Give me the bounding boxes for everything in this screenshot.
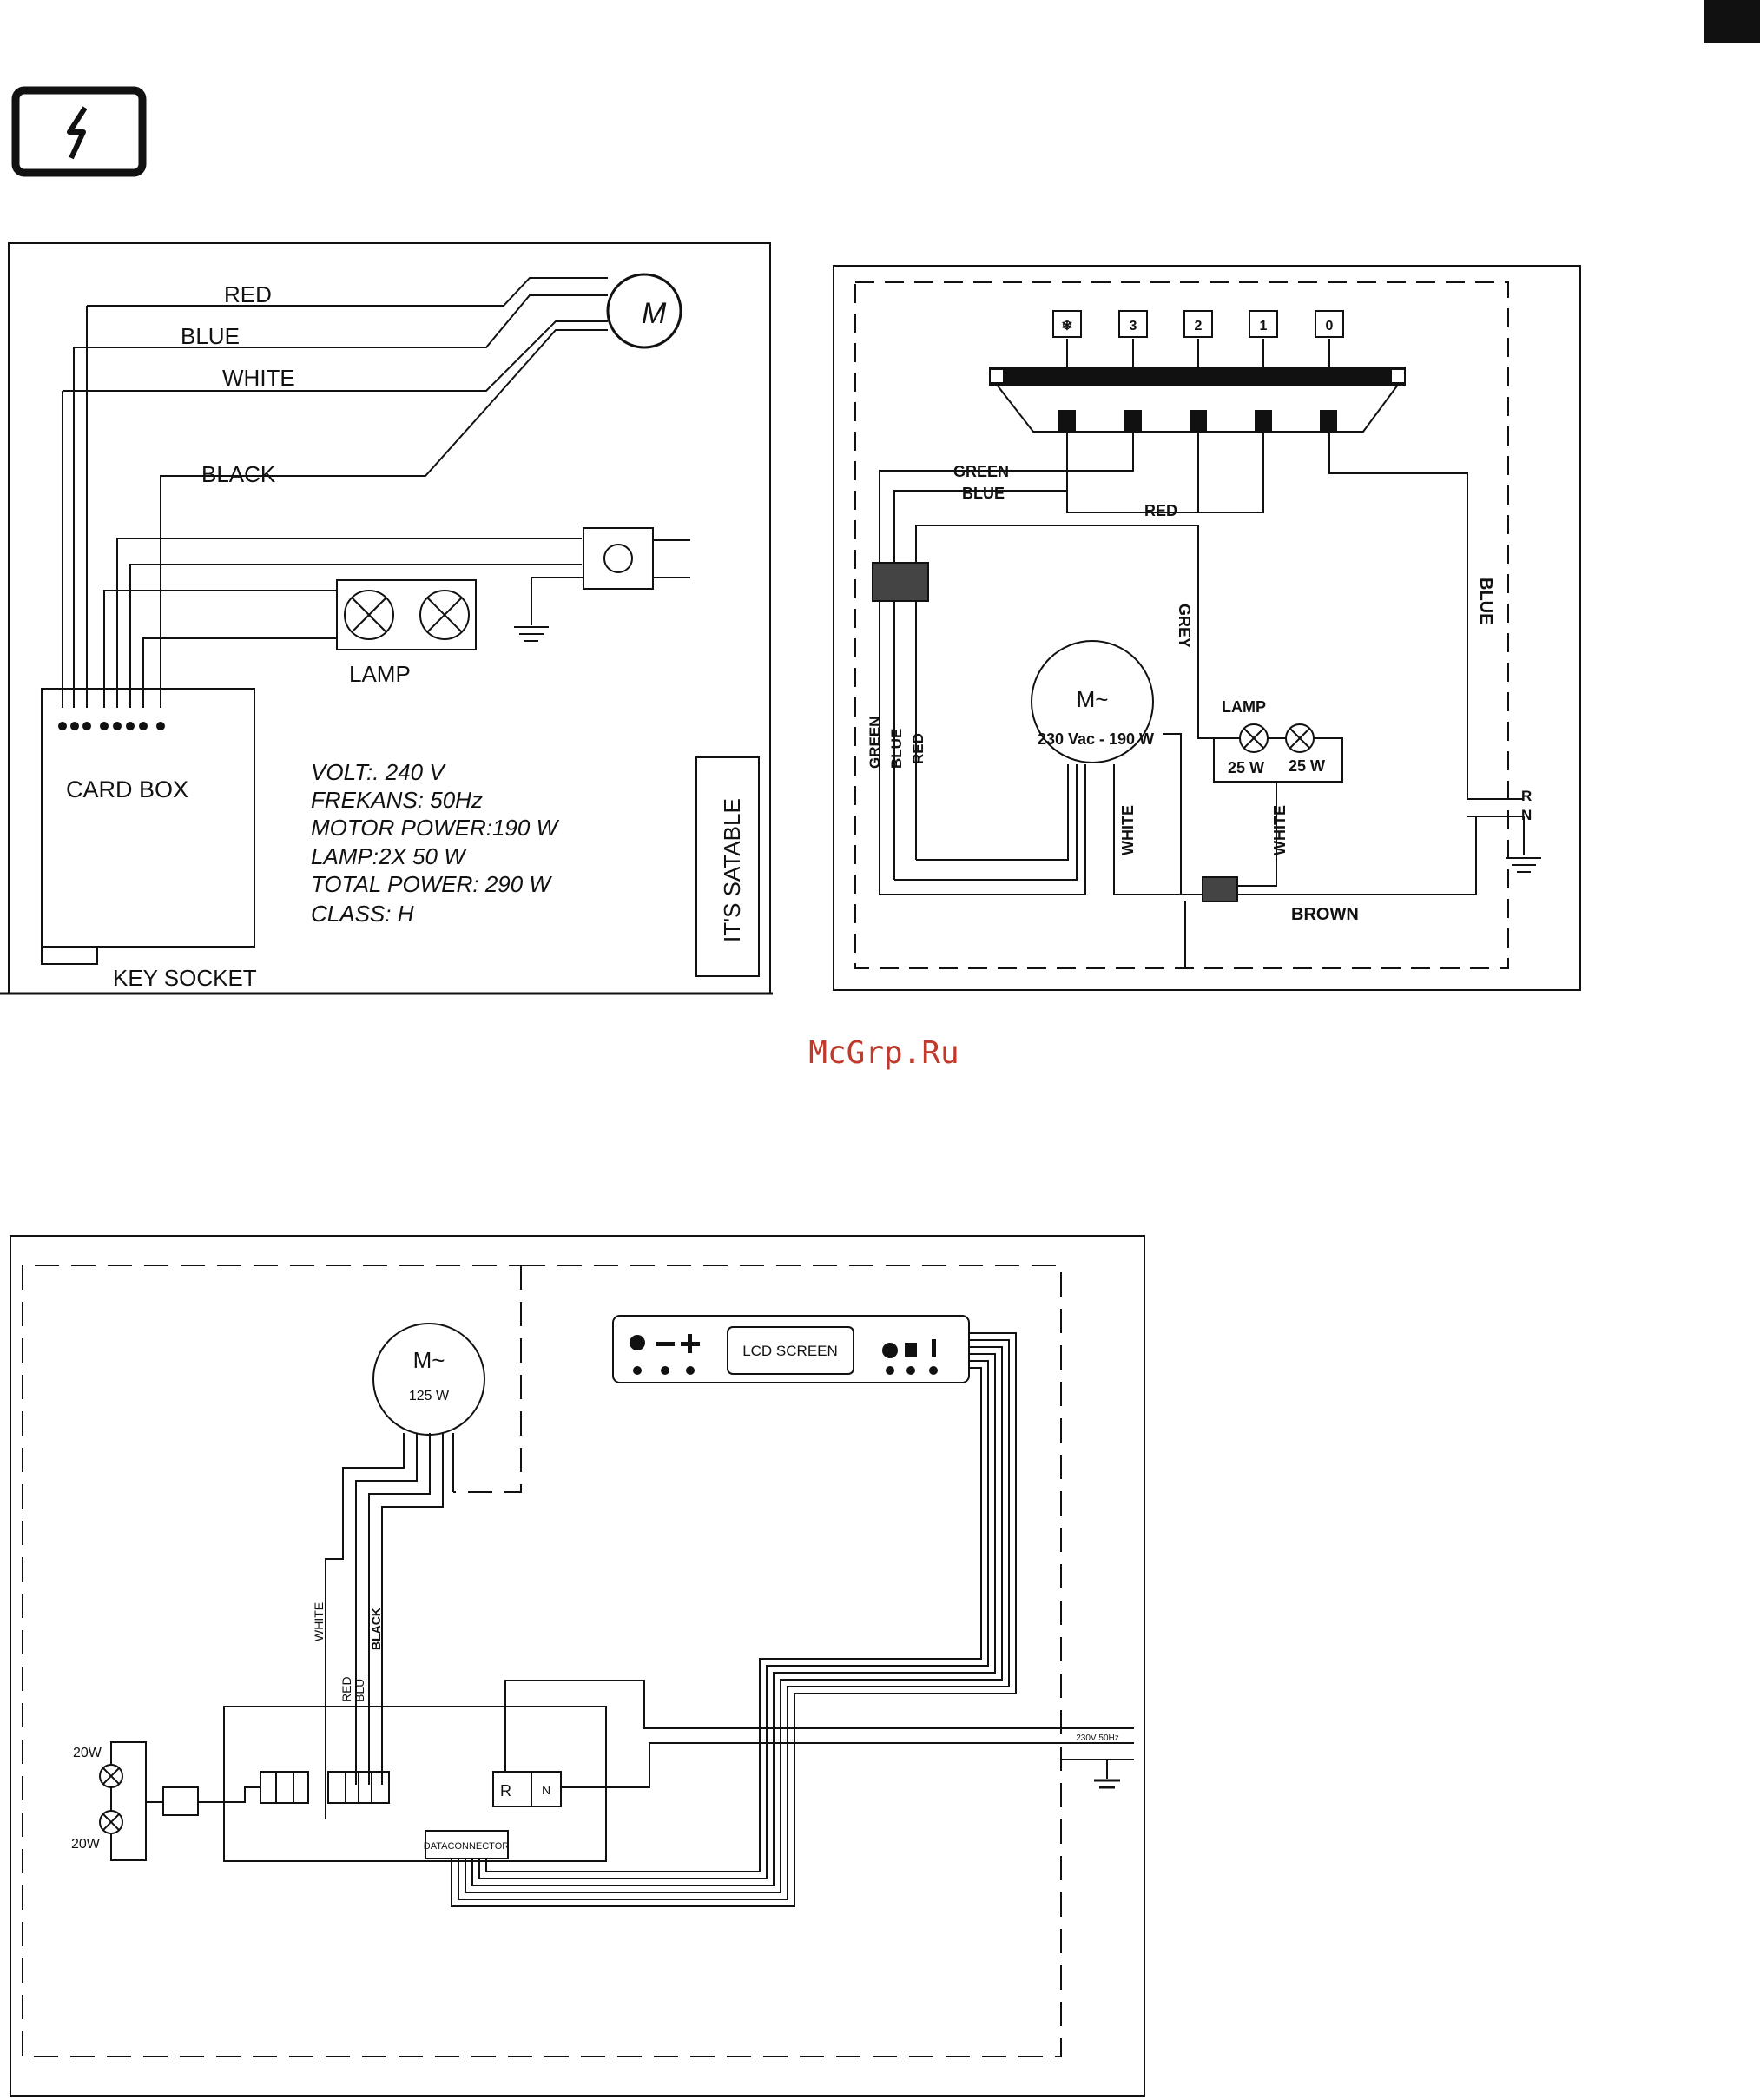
- switch-key-3: 3: [1130, 319, 1137, 333]
- wire-label-blu-3: BLU: [353, 1679, 366, 1702]
- spec-frequency: FREKANS: 50Hz: [311, 787, 483, 813]
- key-socket: [41, 946, 98, 965]
- mains-r: R: [1521, 788, 1532, 804]
- key-socket-label: KEY SOCKET: [113, 965, 257, 991]
- spec-motor-power: MOTOR POWER:190 W: [311, 815, 560, 841]
- motor-symbol-3: [372, 1323, 485, 1436]
- side-note-box: [695, 756, 760, 977]
- wire-label-blue-vertical: BLUE: [888, 729, 905, 769]
- switch-key-labels: ❄ 3 2 1 0: [1061, 319, 1333, 333]
- terminal-r: R: [500, 1782, 511, 1800]
- wire-label-red: RED: [1144, 502, 1177, 519]
- wiring-diagram-2: [833, 265, 1581, 991]
- lamp-label: LAMP: [349, 661, 411, 687]
- motor-rating: 230 Vac - 190 W: [1038, 730, 1154, 748]
- wire-label-black-3: BLACK: [369, 1608, 383, 1650]
- watermark: McGrp.Ru: [808, 1035, 959, 1071]
- wire-label-brown: BROWN: [1291, 905, 1359, 924]
- wire-label-white: WHITE: [222, 365, 295, 391]
- terminal-n: N: [542, 1783, 550, 1797]
- side-note: IT'S SATABLE: [719, 798, 745, 942]
- wire-label-white-motor: WHITE: [1119, 805, 1137, 855]
- control-board: [223, 1706, 607, 1862]
- wire-label-red: RED: [224, 281, 272, 307]
- wire-label-black: BLACK: [201, 461, 276, 487]
- spec-class: CLASS: H: [311, 901, 414, 927]
- switch-key-0: 0: [1326, 319, 1334, 333]
- wire-label-blue-right: BLUE: [1476, 578, 1495, 624]
- lamp-rating-2: 25 W: [1289, 757, 1325, 775]
- timer-button-icon: [882, 1343, 898, 1358]
- motor-symbol-label-3: M~: [413, 1347, 445, 1373]
- switch-key-light: ❄: [1061, 319, 1072, 333]
- motor-label: M: [642, 297, 667, 330]
- wiring-diagram-1: [0, 242, 773, 995]
- page-tab-marker: [1704, 0, 1760, 43]
- wire-label-blue: BLUE: [962, 485, 1005, 502]
- lamp-rating-3b: 20W: [71, 1837, 101, 1852]
- switch-key-2: 2: [1195, 319, 1203, 333]
- power-button-icon: [630, 1335, 645, 1350]
- spec-list: VOLT:. 240 V FREKANS: 50Hz MOTOR POWER:1…: [311, 759, 560, 927]
- socket-box: [583, 527, 654, 590]
- lightning-warning-icon: [11, 86, 147, 177]
- spec-total-power: TOTAL POWER: 290 W: [311, 871, 552, 897]
- lamp-label-2: LAMP: [1222, 698, 1266, 716]
- data-connector-label: DATACONNECTOR: [424, 1841, 509, 1852]
- minus-button-icon: [656, 1342, 675, 1346]
- switch-key-1: 1: [1260, 319, 1268, 333]
- spec-lamp: LAMP:2X 50 W: [311, 843, 467, 869]
- terminal-block-bottom: [1202, 876, 1238, 902]
- terminal-block-left: [872, 562, 929, 602]
- data-connector: [425, 1830, 509, 1859]
- motor-rating-3: 125 W: [409, 1389, 450, 1403]
- card-box: [41, 688, 255, 948]
- lcd-screen: [727, 1326, 854, 1375]
- lamp-terminal-block: [260, 1771, 309, 1804]
- wire-label-red-vertical: RED: [910, 733, 926, 764]
- card-box-label: CARD BOX: [66, 776, 188, 802]
- lcd-screen-label: LCD SCREEN: [742, 1343, 838, 1359]
- wire-label-blue: BLUE: [181, 323, 240, 349]
- mains-n: N: [1521, 807, 1532, 823]
- wiring-diagram-3: [10, 1235, 1145, 2097]
- switch-keys: [1052, 310, 1344, 338]
- wire-label-green: GREEN: [953, 463, 1009, 480]
- lamp-pair-box-2: [1213, 737, 1343, 783]
- switch-bar: [989, 367, 1406, 386]
- lamp-rating-3a: 20W: [73, 1746, 102, 1760]
- spec-volt: VOLT:. 240 V: [311, 759, 446, 785]
- light-button-icon: [905, 1343, 917, 1357]
- lcd-control-panel: [612, 1315, 970, 1383]
- lamp-rating-1: 25 W: [1228, 759, 1264, 776]
- wire-label-white-lamp: WHITE: [1271, 805, 1289, 855]
- wire-label-red-3: RED: [339, 1676, 353, 1702]
- mains-label: 230V 50Hz: [1076, 1733, 1118, 1743]
- wire-label-green-vertical: GREEN: [867, 717, 883, 769]
- mains-terminal-block: [492, 1771, 562, 1807]
- wire-label-grey: GREY: [1176, 604, 1193, 648]
- lamp-pair-box: [336, 579, 477, 650]
- motor-symbol-label: M~: [1077, 686, 1109, 712]
- motor-symbol: [606, 273, 682, 349]
- motor-symbol-2: [1031, 640, 1154, 763]
- wire-label-white-3: WHITE: [312, 1602, 326, 1641]
- lamp-holder: [110, 1741, 147, 1861]
- fan-button-icon: [932, 1339, 936, 1357]
- lcd-panel-icons: [630, 1334, 938, 1375]
